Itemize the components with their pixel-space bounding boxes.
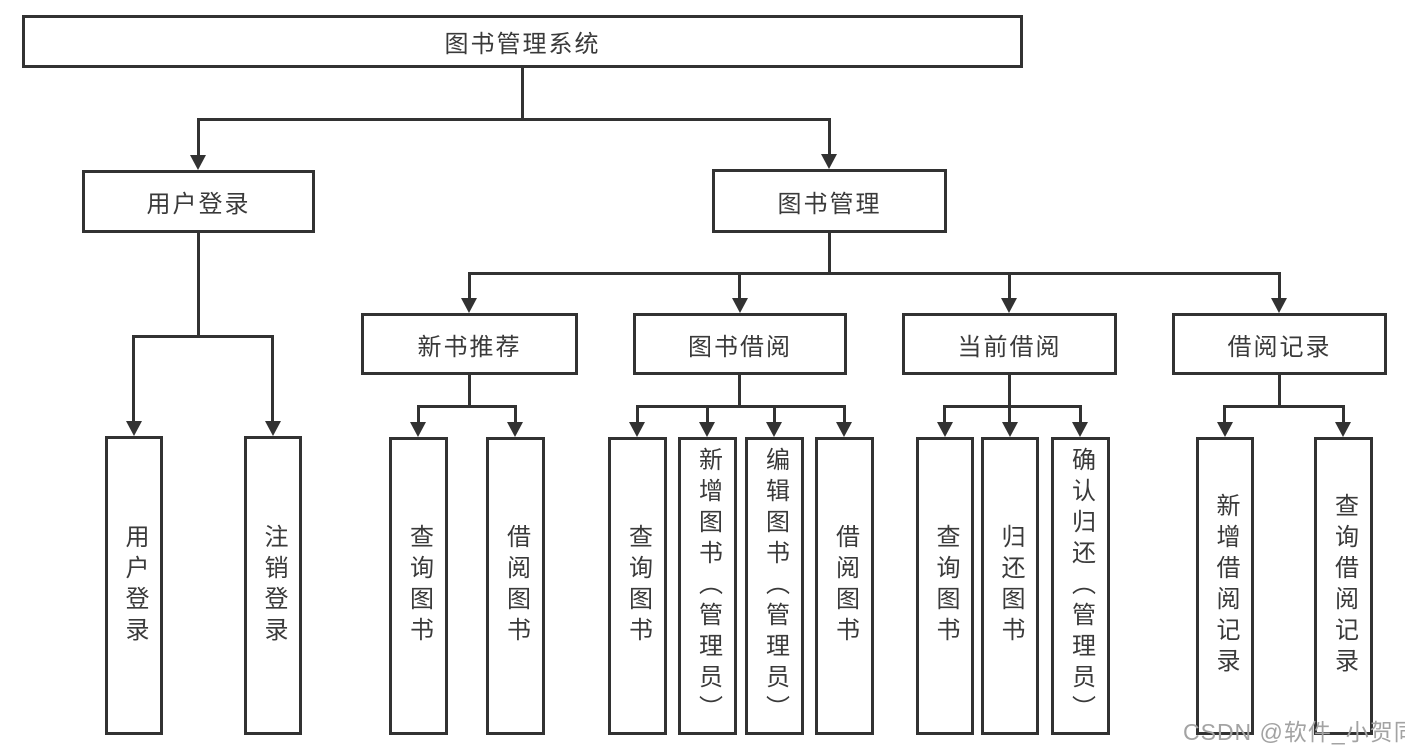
- arrow-down-icon: [836, 422, 852, 437]
- arrow-down-icon: [507, 422, 523, 437]
- leaf-label: 归还图书: [997, 524, 1024, 648]
- arrow-down-icon: [265, 421, 281, 436]
- arrow-down-icon: [1002, 422, 1018, 437]
- leaf-return-books: 归还图书: [981, 437, 1039, 735]
- arrow-down-icon: [766, 422, 782, 437]
- arrow-down-icon: [937, 422, 953, 437]
- connector-drop-leaf: [706, 405, 709, 422]
- connector-new-book-stem: [468, 375, 471, 405]
- leaf-confirm-return-admin: 确认归还（管理员）: [1051, 437, 1110, 735]
- connector-current-borrow-stem: [1008, 375, 1011, 405]
- arrow-down-icon: [1217, 422, 1233, 437]
- leaf-query-books-recommend: 查询图书: [389, 437, 448, 735]
- connector-user-login-rail: [132, 335, 274, 338]
- connector-drop-leaf: [417, 405, 420, 422]
- connector-book-management-stem: [828, 233, 831, 272]
- connector-current-borrow-rail: [943, 405, 1082, 408]
- leaf-label: 新增借阅记录: [1212, 493, 1239, 679]
- connector-root-stem: [521, 68, 524, 118]
- connector-drop-leaf: [773, 405, 776, 422]
- arrow-down-icon: [1271, 298, 1287, 313]
- connector-drop-new-book: [468, 272, 471, 298]
- connector-drop-borrow-records: [1278, 272, 1281, 298]
- connector-borrow-records-rail: [1223, 405, 1345, 408]
- arrow-down-icon: [1335, 422, 1351, 437]
- leaf-logout: 注销登录: [244, 436, 302, 735]
- node-user-login: 用户登录: [82, 170, 315, 233]
- node-new-book-recommend: 新书推荐: [361, 313, 578, 375]
- node-current-borrow: 当前借阅: [902, 313, 1117, 375]
- leaf-add-borrow-record: 新增借阅记录: [1196, 437, 1254, 735]
- arrow-down-icon: [699, 422, 715, 437]
- connector-drop-book-management: [828, 118, 831, 155]
- leaf-label: 用户登录: [121, 523, 148, 648]
- leaf-user-login: 用户登录: [105, 436, 163, 735]
- leaf-label: 查询图书: [624, 524, 652, 648]
- arrow-down-icon: [190, 155, 206, 170]
- connector-drop-user-login: [197, 118, 200, 155]
- connector-drop-leaf: [943, 405, 946, 422]
- leaf-query-books-current: 查询图书: [916, 437, 974, 735]
- node-book-management: 图书管理: [712, 169, 947, 233]
- node-book-borrow: 图书借阅: [633, 313, 847, 375]
- leaf-label: 查询图书: [932, 524, 959, 648]
- connector-drop-leaf: [636, 405, 639, 422]
- connector-drop-leaf: [1223, 405, 1226, 422]
- arrow-down-icon: [1001, 298, 1017, 313]
- connector-drop-leaf: [271, 335, 274, 421]
- connector-book-borrow-rail: [636, 405, 846, 408]
- leaf-add-books-admin: 新增图书（管理员）: [678, 437, 737, 735]
- leaf-label: 注销登录: [260, 523, 287, 648]
- connector-drop-leaf: [1008, 405, 1011, 422]
- leaf-label: 借阅图书: [831, 524, 859, 648]
- connector-drop-current-borrow: [1008, 272, 1011, 298]
- arrow-down-icon: [1072, 422, 1088, 437]
- leaf-label: 新增图书（管理员）: [694, 446, 722, 726]
- leaf-query-books-borrow: 查询图书: [608, 437, 667, 735]
- leaf-borrow-books: 借阅图书: [815, 437, 874, 735]
- connector-user-login-stem: [197, 233, 200, 335]
- connector-drop-leaf: [1342, 405, 1345, 422]
- connector-level1-rail: [197, 118, 831, 121]
- arrow-down-icon: [126, 421, 142, 436]
- arrow-down-icon: [732, 298, 748, 313]
- connector-drop-leaf: [132, 335, 135, 421]
- node-library-system: 图书管理系统: [22, 15, 1023, 68]
- connector-borrow-records-stem: [1278, 375, 1281, 405]
- arrow-down-icon: [461, 298, 477, 313]
- leaf-label: 查询借阅记录: [1330, 493, 1358, 679]
- connector-new-book-rail: [417, 405, 517, 408]
- arrow-down-icon: [821, 154, 837, 169]
- leaf-label: 确认归还（管理员）: [1067, 446, 1095, 726]
- arrow-down-icon: [629, 422, 645, 437]
- leaf-label: 借阅图书: [502, 524, 530, 648]
- leaf-borrow-books-recommend: 借阅图书: [486, 437, 545, 735]
- connector-drop-leaf: [1079, 405, 1082, 422]
- leaf-edit-books-admin: 编辑图书（管理员）: [745, 437, 804, 735]
- leaf-label: 查询图书: [405, 524, 433, 648]
- node-borrow-records: 借阅记录: [1172, 313, 1387, 375]
- connector-drop-book-borrow: [738, 272, 741, 298]
- connector-book-borrow-stem: [738, 375, 741, 405]
- watermark: CSDN @软件_小贺同学: [1183, 719, 1405, 745]
- arrow-down-icon: [410, 422, 426, 437]
- leaf-query-borrow-record: 查询借阅记录: [1314, 437, 1373, 735]
- connector-level2-rail: [468, 272, 1281, 275]
- leaf-label: 编辑图书（管理员）: [761, 446, 789, 726]
- connector-drop-leaf: [843, 405, 846, 422]
- connector-drop-leaf: [514, 405, 517, 422]
